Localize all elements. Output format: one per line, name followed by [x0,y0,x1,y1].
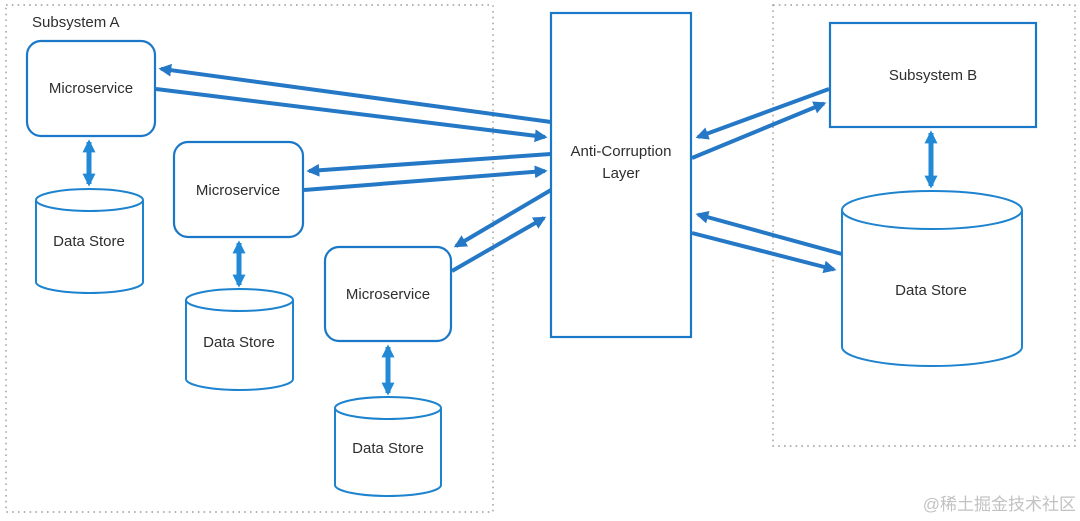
data-store-1-cylinder: Data Store [35,188,144,294]
data-store-b-label: Data Store [895,282,967,299]
microservice-1-box [25,39,157,138]
data-store-1-label: Data Store [53,233,125,250]
arrow-acl-to-subsystem-b [691,101,827,160]
anti-corruption-layer-box [549,11,693,339]
anti-corruption-layer-label-line1: Anti-Corruption [571,143,672,160]
data-store-b-cylinder: Data Store [841,190,1023,367]
arrow-subsystem-b-to-acl [695,87,830,140]
arrow-acl-to-data-store-b [691,231,837,274]
microservice-2-box [172,140,305,239]
arrow-microservice-1-to-acl [155,87,548,143]
data-store-3-cylinder: Data Store [334,396,442,497]
arrow-microservice-3-to-acl [451,216,547,273]
arrow-microservice-2-to-acl [303,165,548,192]
data-store-3-label: Data Store [352,440,424,457]
subsystem-a-container-label: Subsystem A [32,14,120,31]
microservice-1-label: Microservice [49,80,133,97]
subsystem-b-box [828,21,1038,129]
data-store-2-label: Data Store [203,334,275,351]
microservice-3-label: Microservice [346,286,430,303]
microservice-2-label: Microservice [196,182,280,199]
watermark-text: @稀土掘金技术社区 [923,495,1076,514]
data-store-2-cylinder: Data Store [185,288,294,391]
subsystem-b-label: Subsystem B [889,67,977,84]
subsystem-a-container [5,4,494,513]
arrow-acl-to-microservice-2 [306,152,552,177]
arrow-data-store-b-to-acl [695,211,843,256]
arrow-acl-to-microservice-3 [453,188,553,248]
subsystem-b-container [772,4,1076,447]
microservice-3-box [323,245,453,343]
anti-corruption-layer-label-line2: Layer [602,165,640,182]
arrow-acl-to-microservice-1 [158,63,552,124]
